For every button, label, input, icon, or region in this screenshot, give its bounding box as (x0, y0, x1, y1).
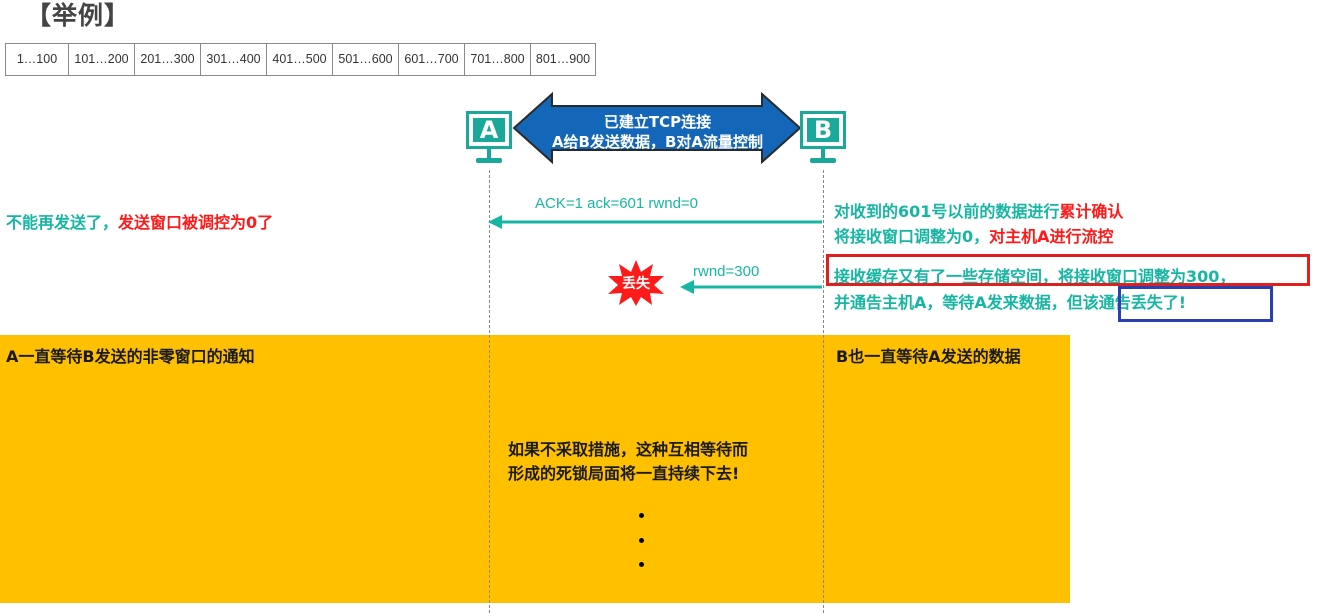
example-title: 【举例】 (26, 1, 131, 30)
receiver-note-1: 对收到的601号以前的数据进行累计确认 (834, 202, 1124, 221)
host-b: B (800, 111, 848, 171)
host-b-timeline (823, 170, 824, 613)
seq-cell: 701…800 (465, 44, 531, 75)
rwnd-arrow (680, 280, 822, 294)
host-a-waiting-note: A一直等待B发送的非零窗口的通知 (6, 347, 255, 366)
receiver-note-2: 将接收窗口调整为0，对主机A进行流控 (834, 227, 1114, 246)
sender-note: 不能再发送了，发送窗口被调控为0了 (6, 209, 273, 233)
ack-message: ACK=1 ack=601 rwnd=0 (535, 195, 699, 212)
ack-arrow (488, 215, 822, 229)
host-b-waiting-note: B也一直等待A发送的数据 (836, 347, 1021, 366)
continuation-dot (639, 562, 644, 567)
host-b-label: B (807, 116, 839, 144)
sequence-number-bar: 1…100 101…200 201…300 301…400 401…500 50… (5, 43, 596, 76)
seq-cell: 401…500 (267, 44, 333, 75)
receiver-note-3: 接收缓存又有了一些存储空间，将接收窗口调整为300， (834, 267, 1236, 286)
seq-cell: 501…600 (333, 44, 399, 75)
seq-cell: 1…100 (6, 44, 69, 75)
host-a-timeline (489, 170, 490, 613)
highlight-box-red (826, 254, 1310, 286)
host-a: A (466, 111, 514, 171)
seq-cell: 101…200 (69, 44, 135, 75)
computer-monitor-icon: A (466, 111, 512, 149)
continuation-dot (639, 513, 644, 518)
seq-cell: 801…900 (535, 52, 591, 66)
deadlock-region (0, 335, 1070, 603)
continuation-dot (639, 538, 644, 543)
seq-cell: 601…700 (399, 44, 465, 75)
burst-icon (608, 260, 664, 306)
rwnd-message: rwnd=300 (693, 263, 760, 280)
computer-monitor-icon: B (800, 111, 846, 149)
host-a-label: A (473, 116, 505, 144)
deadlock-warning-line1: 如果不采取措施，这种互相等待而 (508, 440, 749, 459)
receiver-note-4: 并通告主机A，等待A发来数据，但该通告丢失了! (834, 293, 1187, 312)
connection-line2: A给B发送数据，B对A流量控制 (551, 133, 764, 151)
connection-label: 已建立TCP连接 A给B发送数据，B对A流量控制 (530, 112, 785, 152)
sender-note-part1: 不能再发送了， (6, 213, 119, 232)
lost-label: 丢失 (622, 276, 650, 292)
seq-cell: 301…400 (201, 44, 267, 75)
deadlock-warning-line2: 形成的死锁局面将一直持续下去! (508, 464, 740, 483)
connection-line1: 已建立TCP连接 (603, 113, 712, 131)
sender-note-part2: 发送窗口被调控为0了 (118, 213, 274, 232)
highlight-box-blue (1118, 286, 1273, 322)
seq-cell: 201…300 (135, 44, 201, 75)
